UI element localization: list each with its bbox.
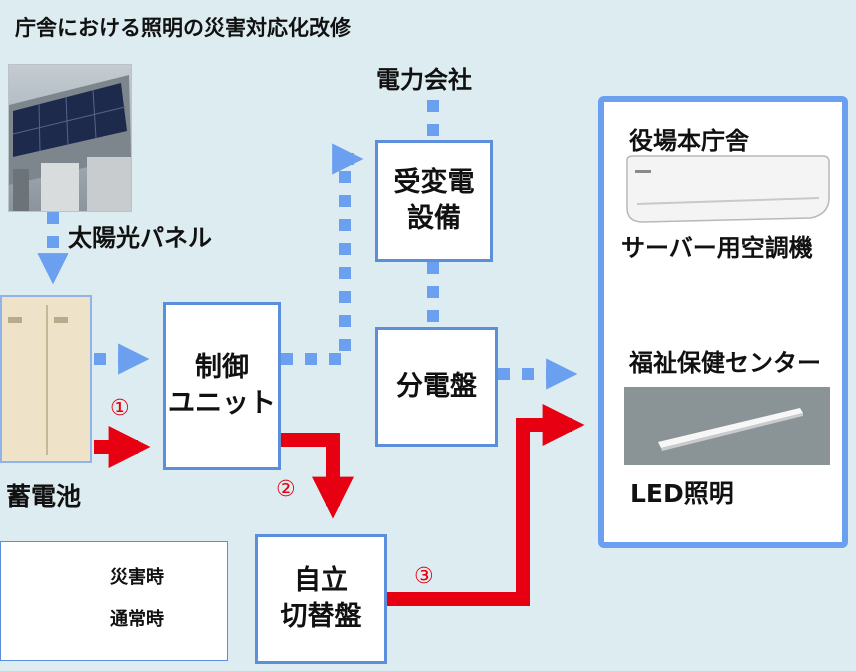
- town-hall-label: 役場本庁舎: [629, 127, 749, 155]
- control-unit-box: 制御ユニット: [163, 302, 281, 470]
- auto-switch-line-1: 自立: [294, 564, 348, 596]
- solar-panel-label: 太陽光パネル: [68, 224, 212, 252]
- air-conditioner-label: サーバー用空調機: [621, 234, 813, 262]
- led-light-image: [624, 387, 830, 465]
- welfare-center-label: 福祉保健センター: [629, 349, 821, 377]
- control-unit-line-2: ユニット: [168, 388, 276, 419]
- route-number-3: ③: [414, 564, 434, 589]
- power-company-label: 電力会社: [376, 66, 472, 94]
- flow-control-to-substation: [281, 143, 364, 365]
- route-number-1: ①: [110, 396, 130, 421]
- legend-disaster-label: 災害時: [110, 567, 164, 588]
- flow-switch-to-buildings-disaster: [387, 404, 585, 606]
- legend-normal-label: 通常時: [110, 609, 164, 630]
- legend-box: [0, 541, 228, 661]
- auto-switch-box: 自立切替盤: [255, 534, 387, 664]
- battery-image: [0, 295, 92, 463]
- battery-label: 蓄電池: [6, 482, 82, 511]
- solar-panel-image: [8, 64, 132, 212]
- led-light-label: LED照明: [630, 479, 734, 508]
- control-unit-line-1: 制御: [195, 351, 249, 383]
- page-title: 庁舎における照明の災害対応化改修: [15, 16, 351, 40]
- substation-line-1: 受変電: [393, 166, 475, 198]
- distribution-board-label: 分電盤: [396, 370, 477, 402]
- air-conditioner-image: [623, 154, 832, 228]
- substation-line-2: 設備: [407, 203, 461, 234]
- route-number-2: ②: [276, 477, 296, 502]
- auto-switch-line-2: 切替盤: [280, 601, 362, 632]
- distribution-board-box: 分電盤: [375, 327, 498, 447]
- flow-control-to-switch-disaster: [278, 433, 354, 519]
- substation-box: 受変電設備: [375, 140, 493, 262]
